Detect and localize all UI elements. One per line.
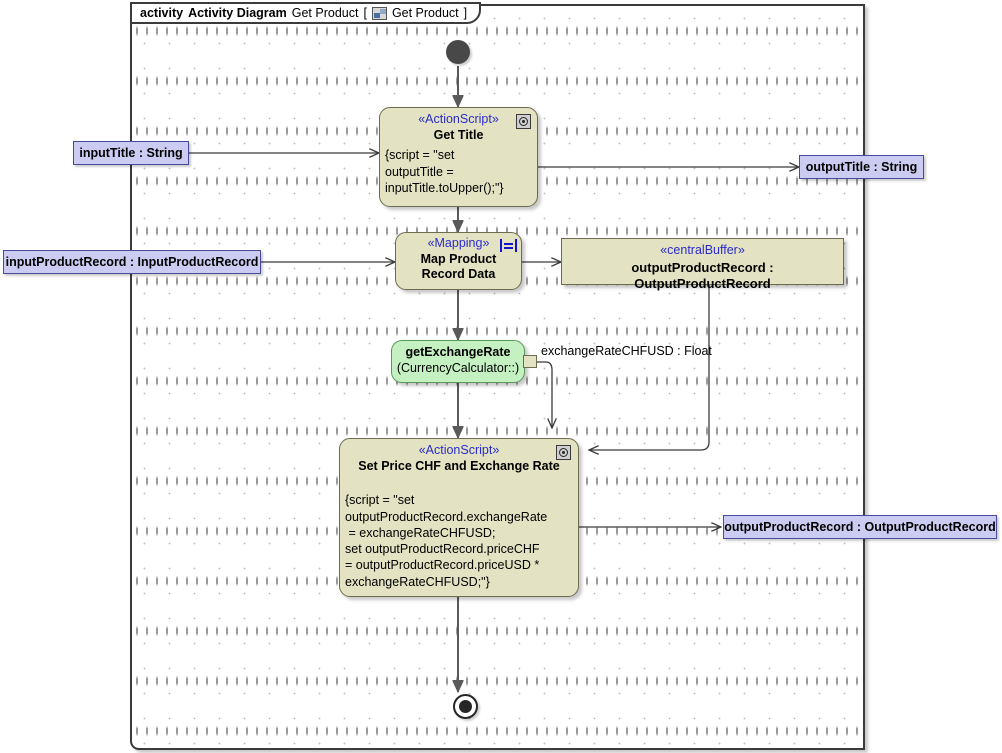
get-title-stereotype: «ActionScript» — [418, 112, 499, 126]
action-node-set-price[interactable]: «ActionScript» Set Price CHF and Exchang… — [339, 438, 579, 597]
activity-diagram-icon — [371, 6, 387, 20]
set-price-stereotype: «ActionScript» — [418, 443, 500, 457]
action-script-icon — [556, 445, 571, 460]
activity-parameter-input-title[interactable]: inputTitle : String — [73, 141, 189, 165]
activity-final-node[interactable] — [453, 694, 478, 719]
get-exchange-rate-behavior: (CurrencyCalculator::) — [396, 360, 520, 375]
output-pin-label-exchange-rate: exchangeRateCHFUSD : Float — [541, 344, 712, 358]
map-product-stereotype: «Mapping» — [427, 236, 490, 250]
activity-frame-title-tab[interactable]: activity Activity Diagram Get Product [ … — [130, 2, 482, 24]
central-buffer-name: outputProductRecord : OutputProductRecor… — [631, 259, 774, 291]
activity-parameter-input-product-record[interactable]: inputProductRecord : InputProductRecord — [3, 250, 261, 274]
get-title-script: {script = "set outputTitle = inputTitle.… — [385, 148, 504, 195]
frame-context: Get Product — [391, 6, 459, 20]
central-buffer-node[interactable]: «centralBuffer» outputProductRecord : Ou… — [561, 238, 844, 291]
mapping-icon — [499, 238, 517, 253]
frame-name: Get Product — [291, 6, 359, 20]
initial-node[interactable] — [446, 40, 470, 64]
map-product-name-line2: Record Data — [421, 267, 496, 282]
action-node-get-title[interactable]: «ActionScript» Get Title {script = "set … — [379, 107, 538, 207]
map-product-name-line1: Map Product — [420, 251, 497, 266]
activity-parameter-output-title[interactable]: outputTitle : String — [799, 155, 924, 179]
set-price-name: Set Price CHF and Exchange Rate — [358, 458, 560, 473]
central-buffer-stereotype: «centralBuffer» — [660, 243, 745, 257]
frame-keyword: activity — [140, 6, 184, 20]
set-price-script: {script = "set outputProductRecord.excha… — [345, 493, 548, 589]
call-behavior-node-get-exchange-rate[interactable]: getExchangeRate (CurrencyCalculator::) — [391, 340, 525, 383]
activity-parameter-output-product-record[interactable]: outputProductRecord : OutputProductRecor… — [723, 515, 997, 539]
get-exchange-rate-name: getExchangeRate — [405, 345, 511, 359]
get-title-name: Get Title — [433, 127, 484, 142]
action-script-icon — [516, 114, 531, 129]
action-node-map-product-record-data[interactable]: «Mapping» Map Product Record Data — [395, 232, 522, 290]
frame-diagram-type: Activity Diagram — [188, 6, 287, 20]
frame-bracket-open: [ — [363, 6, 367, 20]
frame-bracket-close: ] — [463, 6, 468, 20]
output-pin-exchange-rate[interactable] — [523, 355, 537, 368]
